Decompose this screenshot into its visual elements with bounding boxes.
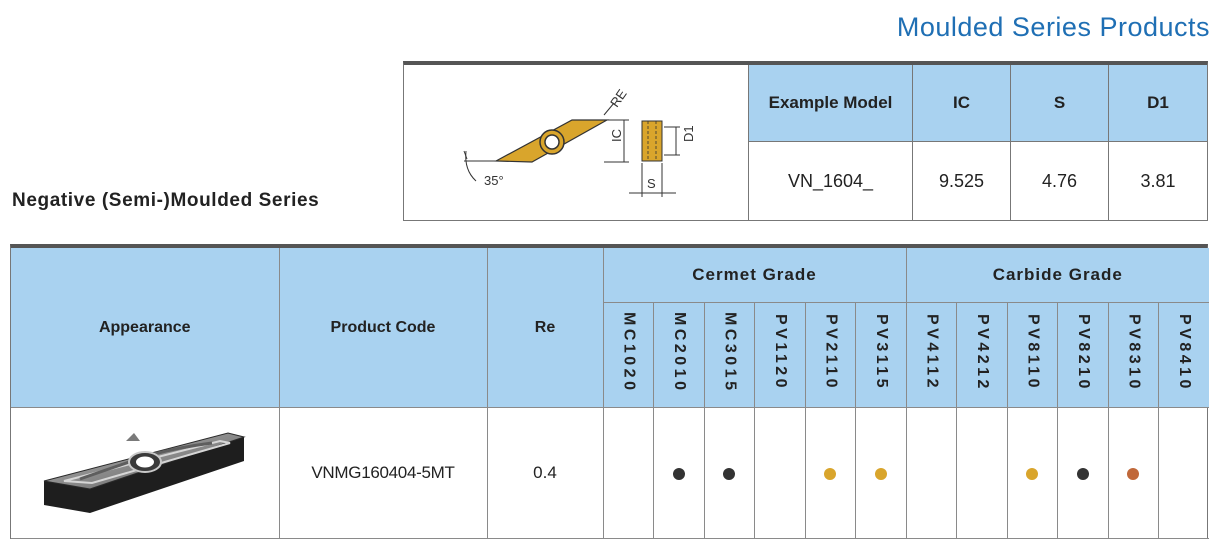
header-product-code: Product Code — [278, 248, 488, 408]
insert-dimension-drawing: IC RE 35° D1 S — [404, 65, 749, 220]
ic-label: IC — [609, 129, 624, 142]
re-cell: 0.4 — [486, 407, 604, 539]
appearance-cell — [11, 407, 280, 539]
grade-pv8110: PV8110 — [1006, 302, 1058, 408]
dot-cell-pv4112 — [905, 407, 957, 539]
gold-dot-icon — [824, 467, 837, 480]
spec-value-ic: 9.525 — [912, 141, 1011, 221]
grade-pv4212: PV4212 — [956, 302, 1008, 408]
grade-pv3115: PV3115 — [855, 302, 907, 408]
spec-header-ic: IC — [912, 65, 1011, 142]
re-label: RE — [607, 86, 630, 110]
page-title: Moulded Series Products — [896, 12, 1210, 42]
dot-cell-pv8210 — [1057, 407, 1109, 539]
grade-pv8310: PV8310 — [1107, 302, 1159, 408]
table-row: VNMG160404-5MT 0.4 — [11, 407, 1210, 539]
grade-mc2010: MC2010 — [653, 302, 705, 408]
dot-cell-pv4212 — [956, 407, 1008, 539]
spec-value-d1: 3.81 — [1108, 141, 1207, 221]
dot-cell-pv2110 — [804, 407, 856, 539]
product-code-cell: VNMG160404-5MT — [278, 407, 488, 539]
series-title: Negative (Semi-)Moulded Series — [12, 190, 320, 211]
dot-cell-pv3115 — [855, 407, 907, 539]
grade-pv8410: PV8410 — [1158, 302, 1210, 408]
dot-cell-pv8410 — [1158, 407, 1210, 539]
spec-header-model: Example Model — [749, 65, 913, 142]
spec-header-d1: D1 — [1108, 65, 1207, 142]
insert-photo-icon — [43, 431, 246, 513]
product-table: Appearance Product Code Re Cermet Grade … — [11, 248, 1210, 539]
header-cermet-grade: Cermet Grade — [602, 248, 907, 303]
s-label: S — [647, 176, 656, 191]
spec-value-s: 4.76 — [1010, 141, 1109, 221]
dot-cell-mc3015 — [703, 407, 755, 539]
dot-cell-mc2010 — [653, 407, 705, 539]
grade-pv1120: PV1120 — [754, 302, 806, 408]
spec-header-s: S — [1010, 65, 1109, 142]
header-re: Re — [486, 248, 604, 408]
angle-label: 35° — [484, 173, 504, 188]
grade-pv4112: PV4112 — [905, 302, 957, 408]
gold-dot-icon — [874, 467, 887, 480]
black-dot-icon — [723, 467, 736, 480]
black-dot-icon — [672, 467, 685, 480]
black-dot-icon — [1076, 467, 1089, 480]
grade-pv2110: PV2110 — [804, 302, 856, 408]
spec-block: IC RE 35° D1 S Example Model — [403, 61, 1208, 221]
product-table-wrap: Appearance Product Code Re Cermet Grade … — [10, 244, 1210, 539]
grade-mc3015: MC3015 — [703, 302, 755, 408]
spec-value-model: VN_1604_ — [787, 171, 874, 191]
gold-dot-icon — [1026, 467, 1039, 480]
insert-drawing-svg: IC RE 35° D1 S — [463, 86, 696, 197]
grade-mc1020: MC1020 — [602, 302, 654, 408]
grade-pv8210: PV8210 — [1057, 302, 1109, 408]
brown-dot-icon — [1127, 467, 1140, 480]
dot-cell-pv1120 — [754, 407, 806, 539]
dot-cell-pv8110 — [1006, 407, 1058, 539]
spec-table: Example Model IC S D1 VN_1604_ 9.525 4.7… — [749, 65, 1207, 221]
dot-cell-pv8310 — [1107, 407, 1159, 539]
dot-cell-mc1020 — [602, 407, 654, 539]
header-appearance: Appearance — [11, 248, 280, 408]
header-carbide-grade: Carbide Grade — [905, 248, 1210, 303]
d1-label: D1 — [681, 125, 696, 142]
